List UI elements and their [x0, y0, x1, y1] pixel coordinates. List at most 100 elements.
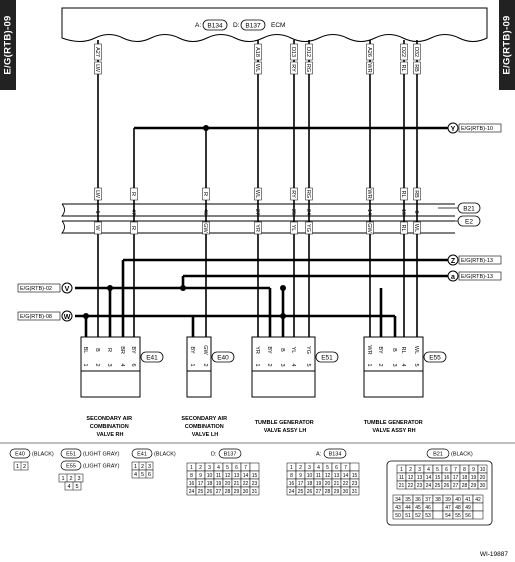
- connector-pin-number: 27: [216, 489, 222, 495]
- connector-pin-number: 8: [290, 473, 293, 479]
- connector-pin-number: 17: [453, 475, 459, 481]
- component-wire-color: WR: [366, 345, 372, 354]
- component-wire-color: R: [106, 348, 112, 352]
- connector-pin-number: 4: [317, 465, 320, 471]
- legend-pin: 4: [67, 484, 70, 490]
- junction-lower-color: WL: [413, 224, 419, 232]
- connector-pin-number: 37: [425, 497, 431, 503]
- connector-pin-number: 1: [190, 465, 193, 471]
- component-connector-id: E40: [217, 355, 229, 362]
- component-e41: E41 BL B R BR BY 1 2 3 4 6 SECONDARY AIR…: [80, 336, 164, 438]
- connector-pin-number: 30: [243, 489, 249, 495]
- connector-pin-number: 23: [252, 481, 258, 487]
- connector-pin-number: 13: [417, 475, 423, 481]
- connector-pin-number: 2: [199, 465, 202, 471]
- ref-v: E/G(RTB)-02 V: [17, 282, 73, 294]
- ref-z: Z E/G(RTB)-13: [447, 254, 502, 266]
- junction-lower-color: GW: [202, 223, 208, 233]
- ecm-pin-label: A27: [94, 47, 100, 57]
- connector-pin-number: 28: [325, 489, 331, 495]
- component-name-line: TUMBLE GENERATOR: [364, 420, 423, 426]
- connector-pin-number: 21: [399, 483, 405, 489]
- ecm-label: ECM: [271, 22, 285, 29]
- connector-pin-number: 47: [445, 505, 451, 511]
- connector-pin-number: 31: [252, 489, 258, 495]
- connector-pin-number: 52: [415, 513, 421, 519]
- connector-pin-number: 7: [344, 465, 347, 471]
- component-wire-color: BY: [130, 346, 136, 354]
- connector-pin-number: 5: [326, 465, 329, 471]
- component-wire-color: BY: [266, 346, 272, 354]
- connector-pin-number: 38: [435, 497, 441, 503]
- connector-pin-number: 29: [471, 483, 477, 489]
- connector-pin-number: 35: [405, 497, 411, 503]
- junction-upper-color: RB: [413, 190, 419, 198]
- junction-upper-id: B21: [463, 206, 475, 213]
- wire-color-label: LW: [94, 64, 100, 73]
- connector-pin-number: 15: [352, 473, 358, 479]
- component-pin: 3: [106, 363, 112, 366]
- connector-cell: [472, 510, 484, 520]
- connector-cell: [249, 486, 260, 496]
- component-name-line: VALVE ASSY RH: [372, 428, 415, 434]
- ref-page: E/G(RTB)-08: [20, 314, 52, 320]
- connector-pin-number: 17: [198, 481, 204, 487]
- component-name-line: SECONDARY AIR: [181, 416, 227, 422]
- connector-pin-number: 3: [308, 465, 311, 471]
- legend-pin: 6: [148, 472, 151, 478]
- component-e40: E40 BY GW 1 2 SECONDARY AIR COMBINATION …: [181, 336, 235, 438]
- connector-pin-number: 18: [307, 481, 313, 487]
- wire-color-label: RY: [290, 64, 296, 72]
- connector-pin-number: 22: [408, 483, 414, 489]
- junction-pin-number: 24: [305, 209, 311, 215]
- component-name-line: COMBINATION: [185, 424, 224, 430]
- component-pin: 4: [290, 363, 296, 366]
- legend-pin: 5: [75, 484, 78, 490]
- connector-pin-number: 19: [216, 481, 222, 487]
- ref-page: E/G(RTB)-10: [461, 126, 493, 132]
- connector-pin-number: 9: [299, 473, 302, 479]
- connector-pin-number: 1: [290, 465, 293, 471]
- connector-pin-number: 10: [307, 473, 313, 479]
- connector-pin-number: 24: [189, 489, 195, 495]
- connector-pin-number: 50: [395, 513, 401, 519]
- connector-pin-number: 20: [225, 481, 231, 487]
- ecm-block: A: B134 D: B137 ECM: [61, 7, 488, 42]
- svg-text:TUMBLE GENERATOR VALVE A: TUMBLE GENERATOR VALVE ASSY LH: [255, 420, 316, 434]
- connector-cell: [349, 486, 360, 496]
- connector-legend: E40 (BLACK) 1 2 E51 (LIGHT GRAY) E55 (LI…: [9, 448, 493, 526]
- ecm-pin-label: A26: [366, 47, 372, 57]
- component-pin: 4: [119, 363, 125, 366]
- connector-pin-number: 15: [435, 475, 441, 481]
- connector-pin-number: 42: [475, 497, 481, 503]
- ref-page: E/G(RTB)-02: [20, 286, 52, 292]
- connector-pin-number: 12: [225, 473, 231, 479]
- ecm-pin-label: D22: [400, 47, 406, 57]
- junction-upper-color: RY: [290, 190, 296, 198]
- connector-cell: [432, 510, 444, 520]
- ecm-pin-label: D12: [305, 47, 311, 57]
- ref-letter: W: [64, 314, 71, 321]
- connector-pin-number: 4: [217, 465, 220, 471]
- connector-pin-number: 14: [426, 475, 432, 481]
- connector-pin-number: 30: [480, 483, 486, 489]
- junction-upper-color: R: [202, 192, 208, 196]
- connector-pin-number: 31: [352, 489, 358, 495]
- component-pin: 6: [130, 363, 136, 366]
- connector-pin-number: 40: [455, 497, 461, 503]
- legend-pin: 4: [134, 472, 137, 478]
- legend-e41-desc: (BLACK): [154, 452, 176, 458]
- junction-pin-number: 47: [130, 209, 136, 215]
- connector-pin-number: 23: [352, 481, 358, 487]
- connector-pin-number: 9: [199, 473, 202, 479]
- connector-pin-number: 5: [436, 467, 439, 473]
- connector-pin-number: 12: [408, 475, 414, 481]
- connector-pin-number: 18: [462, 475, 468, 481]
- junction-pin-number: 1: [94, 210, 100, 213]
- connector-pin-number: 29: [334, 489, 340, 495]
- legend-a-id: B134: [329, 452, 342, 458]
- junction-lower-color: W: [94, 225, 100, 231]
- component-wire-color: RL: [400, 346, 406, 353]
